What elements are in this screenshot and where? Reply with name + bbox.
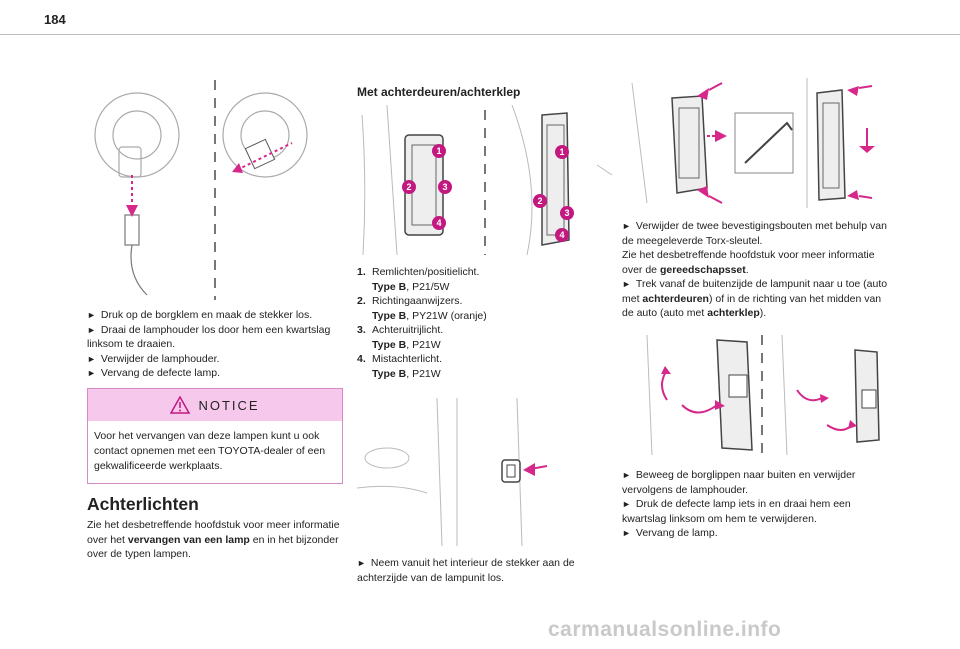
notice-box: NOTICE Voor het vervangen van deze lampe… [87,388,343,484]
list-item: 1. Remlichten/positielicht. Type B, P21/5W [357,265,487,294]
text-part: Zie het desbetreffende hoofdstuk voor me… [622,249,875,276]
connector-figure [357,398,548,546]
section-text: Zie het desbetreffende hoofdstuk voor me… [87,518,343,562]
section-title: Achterlichten [87,494,199,514]
header-rule [0,34,960,35]
callout-1: 1 [559,147,564,157]
warning-icon [170,396,191,414]
item-type-value: , P21/5W [406,280,450,293]
item-type-value: , PY21W (oranje) [406,309,487,322]
tail-lamp-figure: 1 2 3 4 1 2 3 4 [361,105,613,256]
item-type-value: , P21W [406,338,441,351]
section-text-part: Zie het desbetreffende hoofdstuk voor me… [87,519,340,546]
step-replace-bulb: Vervang de lamp. [622,526,892,541]
fog-lamp-figure [94,80,308,300]
item-type-label: Type B [372,309,407,322]
callout-4: 4 [436,218,441,228]
text-part: . [745,263,749,276]
notice-title: NOTICE [198,397,260,413]
item-number: 1. [357,266,366,278]
text-bold: achterdeuren [642,292,709,305]
list-item: 3. Achteruitrijlicht. Type B, P21W [357,323,487,352]
section-text-part: en in het bijzonder over de typen lampen… [87,533,339,561]
item-label: Richtingaanwijzers. [372,295,463,307]
notice-text: Voor het vervangen van deze lampen kunt … [94,430,326,472]
callout-2: 2 [406,182,411,192]
callout-2: 2 [537,196,542,206]
subsection-title: Met achterdeuren/achterklep [357,85,521,99]
item-label: Achteruitrijlicht. [372,324,444,336]
callout-3: 3 [442,182,447,192]
step-2: Draai de lamphouder los door hem een kwa… [87,323,343,352]
text-part: ). [759,307,767,319]
item-label: Mistachterlicht. [372,353,443,365]
right-steps-top: Verwijder de twee bevestigingsbouten met… [622,219,892,321]
item-number: 2. [357,295,366,307]
step-see-toolkit: Zie het desbetreffende hoofdstuk voor me… [622,248,892,277]
item-number: 3. [357,324,366,336]
callout-3: 3 [564,208,569,218]
item-type-value: , P21W [406,367,441,380]
lamp-holder-figure [646,334,880,458]
step-text: Neem vanuit het interieur de stekker aan… [357,556,613,585]
item-number: 4. [357,353,366,365]
text-bold: gereedschapsset [659,263,746,276]
item-label: Remlichten/positielicht. [372,266,480,278]
step-remove-bolts: Verwijder de twee bevestigingsbouten met… [622,219,892,248]
text-part: Trek vanaf de buitenzijde de lampunit na… [622,278,888,305]
list-item: 2. Richtingaanwijzers. Type B, PY21W (oran… [357,294,487,323]
right-steps-bottom: Beweeg de borglippen naar buiten en verw… [622,468,892,541]
callout-4: 4 [559,230,564,240]
list-item: 4. Mistachterlicht. Type B, P21W [357,352,487,381]
bolt-removal-figure [631,78,875,208]
step-4: Vervang de defecte lamp. [87,366,343,381]
notice-header: NOTICE [88,389,342,421]
text-part: ) of in de richting van het midden van d… [622,292,882,320]
watermark: carmanualsonline.info [548,618,782,641]
step-1: Druk op de borgklem en maak de stekker l… [87,308,343,323]
step-move-lips: Beweeg de borglippen naar buiten en verw… [622,468,892,497]
middle-step: Neem vanuit het interieur de stekker aan… [357,556,613,585]
item-type-label: Type B [372,338,407,351]
left-steps: Druk op de borgklem en maak de stekker l… [87,308,343,381]
step-press-bulb: Druk de defecte lamp iets in en draai he… [622,497,892,526]
step-3: Verwijder de lamphouder. [87,352,343,367]
item-type-label: Type B [372,367,407,380]
text-bold: achterklep [707,307,760,319]
bulb-list: 1.Remlichten/positielicht.Type B, P21/5W… [357,265,487,381]
callout-1: 1 [436,146,441,156]
page-number: 184 [44,12,66,27]
item-type-label: Type B [372,280,407,293]
step-pull-unit: Trek vanaf de buitenzijde de lampunit na… [622,277,892,321]
section-text-bold: vervangen van een lamp [127,533,250,546]
